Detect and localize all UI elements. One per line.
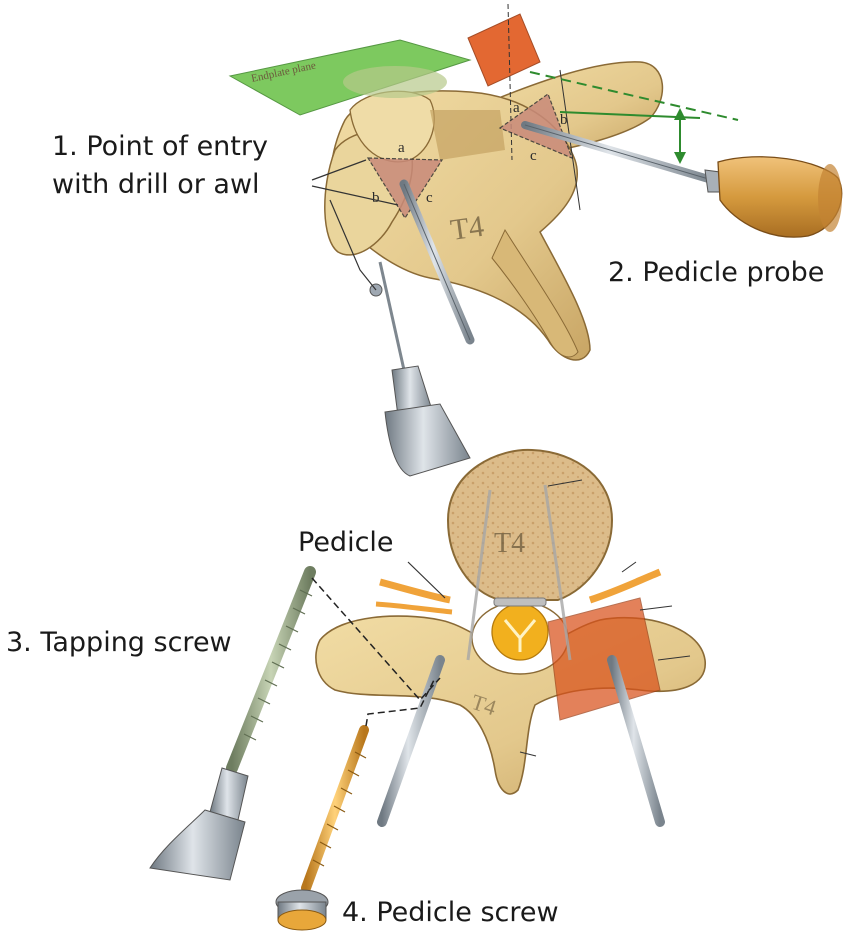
nerve-right: [590, 572, 660, 600]
bottom-vertebra: [316, 450, 705, 794]
label-pedicle: Pedicle: [298, 526, 394, 561]
triangle-letter-c-left: c: [426, 190, 433, 206]
top-vertebra: [325, 62, 663, 360]
label-step1-line2: with drill or awl: [52, 168, 260, 203]
vertebra-label-bottom-body: T4: [494, 528, 525, 559]
nerve-left: [380, 582, 450, 600]
label-step1-line1: 1. Point of entry: [52, 130, 268, 165]
triangle-letter-a-right: a: [513, 100, 520, 116]
label-step4: 4. Pedicle screw: [342, 896, 559, 931]
triangle-letter-c-right: c: [530, 148, 537, 164]
triangle-letter-b-right: b: [560, 112, 568, 128]
triangle-letter-a-left: a: [398, 140, 405, 156]
vertebral-body: [448, 450, 612, 600]
triangle-letter-b-left: b: [372, 190, 380, 206]
label-step2: 2. Pedicle probe: [608, 256, 824, 291]
label-step3: 3. Tapping screw: [6, 626, 232, 661]
vertebra-label-top: T4: [448, 210, 486, 247]
tap-icon: [150, 572, 312, 880]
